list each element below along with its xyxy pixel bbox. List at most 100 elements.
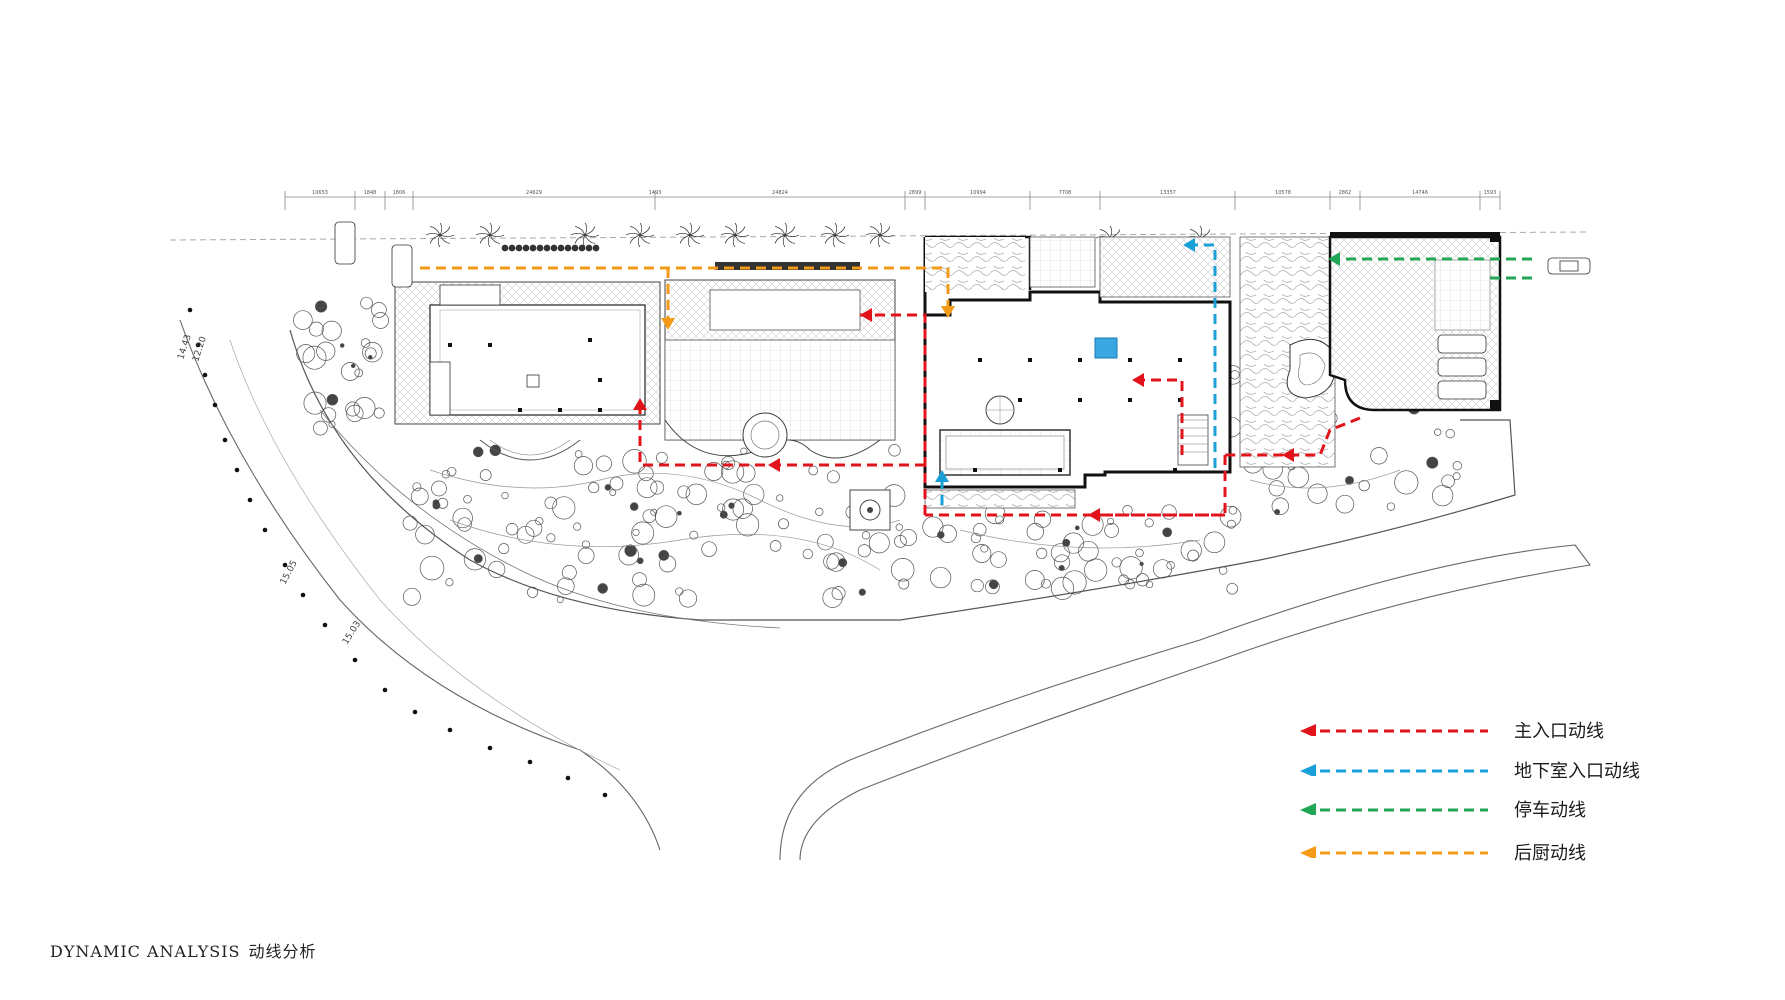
plant [1161, 504, 1177, 520]
plant [1386, 502, 1396, 511]
plant [1026, 523, 1044, 541]
svg-text:12.20: 12.20 [191, 335, 209, 363]
plant [552, 496, 576, 520]
plant [1144, 518, 1154, 528]
shrub [557, 244, 565, 252]
plant [678, 589, 698, 608]
plant [743, 483, 765, 505]
legend-basement-label: 地下室入口动线 [1514, 761, 1640, 782]
plant [561, 565, 577, 580]
plant [1125, 579, 1136, 590]
plant [970, 579, 984, 593]
page-title-cn: 动线分析 [248, 942, 317, 961]
plant [441, 469, 451, 479]
plant [1078, 540, 1099, 562]
column [598, 408, 602, 412]
plant [1203, 531, 1226, 554]
plant [736, 513, 760, 537]
legend-basement: 地下室入口动线 [1300, 758, 1640, 782]
plant [557, 577, 575, 595]
shrub [508, 244, 516, 252]
plant [609, 476, 624, 491]
plant [432, 499, 440, 507]
svg-text:14.43: 14.43 [176, 333, 193, 361]
plant [597, 583, 608, 594]
plant [1162, 527, 1173, 538]
plant [1219, 505, 1242, 528]
lower-road-right [779, 544, 1591, 861]
dimension-label: 24824 [772, 190, 788, 196]
plant [1036, 547, 1048, 559]
flow-kitchen-arrows [661, 306, 955, 330]
east-garden [1239, 236, 1337, 468]
plant [402, 587, 421, 606]
plant [516, 525, 535, 544]
column [1128, 358, 1132, 362]
plant [457, 517, 472, 532]
plant [321, 407, 337, 423]
plant [544, 496, 558, 510]
shrub [529, 244, 537, 252]
plant [1370, 447, 1388, 465]
flow-parking [1335, 257, 1532, 280]
plant [938, 524, 957, 543]
plant [1445, 429, 1455, 439]
column [588, 338, 592, 342]
elevation-dot [247, 497, 253, 503]
elevation-dot [412, 709, 418, 715]
elevation-dot [527, 759, 533, 765]
plant [1271, 497, 1289, 515]
legend-kitchen-label: 后厨动线 [1514, 843, 1586, 864]
plant [535, 516, 544, 526]
plant [899, 528, 917, 547]
plant [689, 530, 699, 540]
palm-tree [820, 222, 850, 248]
plant [826, 552, 846, 572]
dimension-label: 1593 [1484, 190, 1497, 196]
plant [609, 489, 617, 496]
parking-court [1328, 232, 1502, 412]
plant [922, 516, 944, 538]
plant [937, 531, 945, 539]
plant [419, 555, 445, 581]
plant [293, 310, 313, 330]
plant [656, 451, 668, 464]
plant [677, 510, 682, 516]
plant [1358, 479, 1370, 492]
plant [445, 578, 454, 587]
front-planter [924, 489, 1076, 509]
plant [577, 547, 595, 564]
plant [973, 523, 987, 537]
plant [321, 320, 342, 341]
plant [704, 462, 724, 481]
plant [838, 558, 848, 568]
plant [1050, 576, 1075, 600]
plant [1135, 573, 1150, 587]
plant [675, 587, 684, 596]
plant [527, 586, 539, 598]
flow-kitchen [420, 266, 950, 322]
plant [588, 482, 600, 494]
plant [452, 507, 473, 529]
plant [1268, 480, 1285, 497]
palm-tree [675, 222, 705, 248]
plant [1062, 538, 1071, 547]
shrub [550, 244, 558, 252]
plant [1054, 554, 1071, 571]
elevation-dot [195, 342, 201, 348]
plant [354, 368, 364, 378]
central-terrace [664, 279, 896, 531]
dimension-label: 14746 [1412, 190, 1428, 196]
plant [346, 404, 364, 423]
plant [412, 482, 422, 492]
plant [1431, 484, 1454, 507]
dimension-label: 1493 [649, 190, 662, 196]
column [1018, 398, 1022, 402]
plant [815, 507, 824, 516]
plant [622, 449, 647, 474]
plant [868, 532, 890, 554]
palm-tree [475, 222, 505, 248]
elevation-dot [234, 467, 240, 473]
plant [1307, 483, 1328, 504]
